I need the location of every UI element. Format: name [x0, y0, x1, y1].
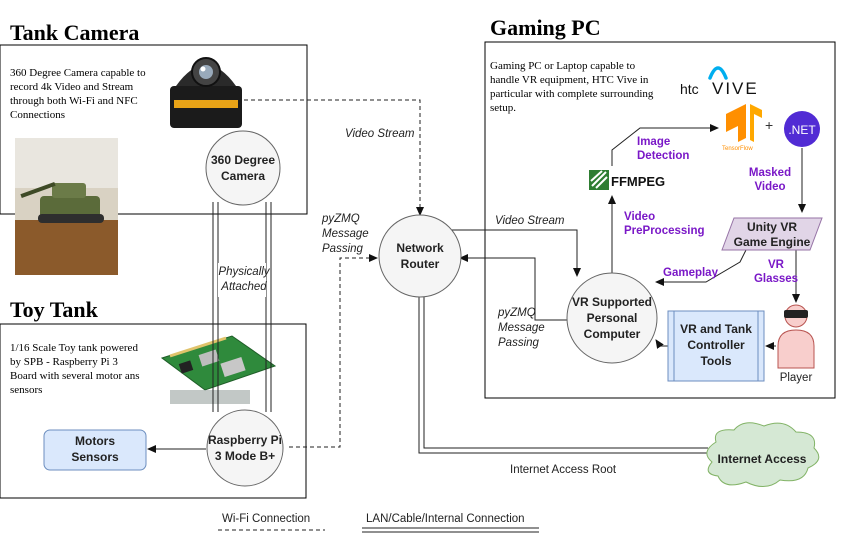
toy-tank-photo [15, 138, 118, 275]
htc-vive-logo: htc VIVE [680, 66, 759, 98]
svg-text:Internet Access: Internet Access [718, 452, 807, 466]
svg-text:Video: Video [624, 211, 655, 223]
svg-text:Attached: Attached [220, 281, 267, 293]
svg-text:Connections: Connections [10, 109, 65, 121]
svg-text:Gaming PC or Laptop capable to: Gaming PC or Laptop capable to [490, 60, 636, 72]
label-masked-video: Masked Video [749, 167, 791, 193]
svg-text:Raspberry Pi: Raspberry Pi [208, 433, 282, 447]
svg-text:Message: Message [322, 228, 369, 240]
svg-text:Glasses: Glasses [754, 273, 798, 285]
label-gameplay: Gameplay [663, 267, 719, 279]
svg-text:Unity VR: Unity VR [747, 220, 797, 234]
svg-text:setup.: setup. [490, 102, 516, 114]
edge-unity-to-vr-computer [655, 249, 747, 286]
ffmpeg-logo-text: FFMPEG [611, 174, 665, 189]
node-internet-access: Internet Access [706, 422, 820, 487]
svg-text:through both Wi-Fi and NFC: through both Wi-Fi and NFC [10, 95, 138, 107]
svg-text:sensors: sensors [10, 384, 42, 396]
toy-tank-title: Toy Tank [10, 297, 99, 322]
360-camera-picture [170, 57, 242, 128]
tensorflow-logo-text: TensorFlow [722, 146, 753, 152]
svg-text:VR Supported: VR Supported [572, 295, 652, 309]
svg-text:Physically: Physically [218, 266, 270, 278]
svg-text:Passing: Passing [498, 337, 540, 349]
svg-text:360 Degree: 360 Degree [211, 153, 275, 167]
svg-text:record 4k Video and Stream: record 4k Video and Stream [10, 81, 134, 93]
svg-text:pyZMQ: pyZMQ [497, 307, 536, 319]
label-video-stream-camera: Video Stream [345, 128, 415, 140]
legend-wifi: Wi-Fi Connection [218, 513, 325, 531]
node-vr-computer: VR Supported Personal Computer [566, 272, 658, 364]
svg-text:particular with complete surro: particular with complete surrounding [490, 88, 654, 100]
svg-text:by SPB - Raspberry Pi 3: by SPB - Raspberry Pi 3 [10, 356, 118, 368]
label-video-preprocessing: Video PreProcessing [624, 211, 705, 237]
dotnet-logo-text: .NET [788, 123, 816, 137]
svg-text:Passing: Passing [322, 243, 364, 255]
node-motors-sensors: Motors Sensors [43, 429, 147, 471]
svg-text:1/16 Scale Toy tank powered: 1/16 Scale Toy tank powered [10, 342, 138, 354]
node-360-camera: 360 Degree Camera [205, 130, 281, 206]
svg-text:VR: VR [768, 259, 785, 271]
edge-vr-computer-to-router [459, 254, 567, 321]
svg-text:LAN/Cable/Internal Connection: LAN/Cable/Internal Connection [366, 513, 525, 525]
tensorflow-logo: TensorFlow [722, 104, 762, 152]
tank-camera-description: 360 Degree Camera capable to record 4k V… [10, 67, 146, 121]
label-pyzmq-right: pyZMQ Message Passing [497, 307, 545, 349]
dotnet-logo: .NET [784, 111, 820, 147]
svg-text:Motors: Motors [75, 434, 115, 448]
svg-text:Personal: Personal [587, 311, 638, 325]
svg-text:Image: Image [637, 136, 670, 148]
svg-text:handle VR equipment, HTC Vive: handle VR equipment, HTC Vive in [490, 74, 649, 86]
plus-sign: + [765, 117, 773, 133]
gaming-pc-description: Gaming PC or Laptop capable to handle VR… [490, 60, 654, 114]
node-controller-tools: VR and Tank Controller Tools [667, 310, 765, 382]
gaming-pc-title: Gaming PC [490, 15, 601, 40]
node-network-router: Network Router [378, 214, 462, 298]
svg-text:Camera: Camera [221, 169, 265, 183]
svg-text:Masked: Masked [749, 167, 791, 179]
edge-router-to-internet [418, 297, 708, 454]
htc-logo-text: htc [680, 81, 699, 97]
legend-lan: LAN/Cable/Internal Connection [362, 513, 539, 533]
label-pyzmq-left: pyZMQ Message Passing [321, 213, 369, 255]
svg-text:Board with several motor ans: Board with several motor ans [10, 370, 140, 382]
svg-text:Controller: Controller [687, 338, 745, 352]
node-raspberry-pi: Raspberry Pi 3 Mode B+ [206, 409, 284, 487]
label-image-detection: Image Detection [637, 136, 689, 162]
node-unity-game-engine: Unity VR Game Engine [721, 217, 823, 251]
label-vr-glasses: VR Glasses [754, 259, 798, 285]
svg-text:360 Degree Camera capable to: 360 Degree Camera capable to [10, 67, 146, 79]
svg-text:Wi-Fi Connection: Wi-Fi Connection [222, 513, 310, 525]
svg-text:Sensors: Sensors [71, 450, 119, 464]
svg-text:pyZMQ: pyZMQ [321, 213, 360, 225]
edge-router-to-vr-computer [452, 229, 581, 277]
svg-text:Detection: Detection [637, 150, 689, 162]
edge-controller-to-vr-computer [655, 339, 668, 349]
svg-text:PreProcessing: PreProcessing [624, 225, 705, 237]
svg-text:Video: Video [754, 181, 785, 193]
svg-text:Computer: Computer [584, 327, 641, 341]
label-video-stream-router: Video Stream [495, 215, 565, 227]
svg-text:VR and Tank: VR and Tank [680, 322, 752, 336]
node-player: Player [777, 304, 815, 384]
svg-text:3 Mode B+: 3 Mode B+ [215, 449, 275, 463]
vive-logo-text: VIVE [712, 79, 759, 98]
toy-tank-description: 1/16 Scale Toy tank powered by SPB - Ras… [10, 342, 140, 396]
svg-text:Tools: Tools [700, 354, 731, 368]
svg-text:Router: Router [401, 257, 440, 271]
player-label: Player [780, 372, 813, 384]
label-internet-access-root: Internet Access Root [510, 464, 617, 476]
ffmpeg-logo: FFMPEG [589, 170, 665, 190]
edge-camera-to-router [244, 99, 424, 216]
svg-text:Message: Message [498, 322, 545, 334]
edge-ffmpeg-to-tensorflow [611, 124, 719, 166]
svg-text:Network: Network [396, 241, 444, 255]
svg-text:Game Engine: Game Engine [734, 235, 811, 249]
edge-physically-attached [212, 202, 272, 412]
tank-camera-title: Tank Camera [10, 20, 139, 45]
label-physically-attached: Physically Attached [218, 263, 271, 297]
